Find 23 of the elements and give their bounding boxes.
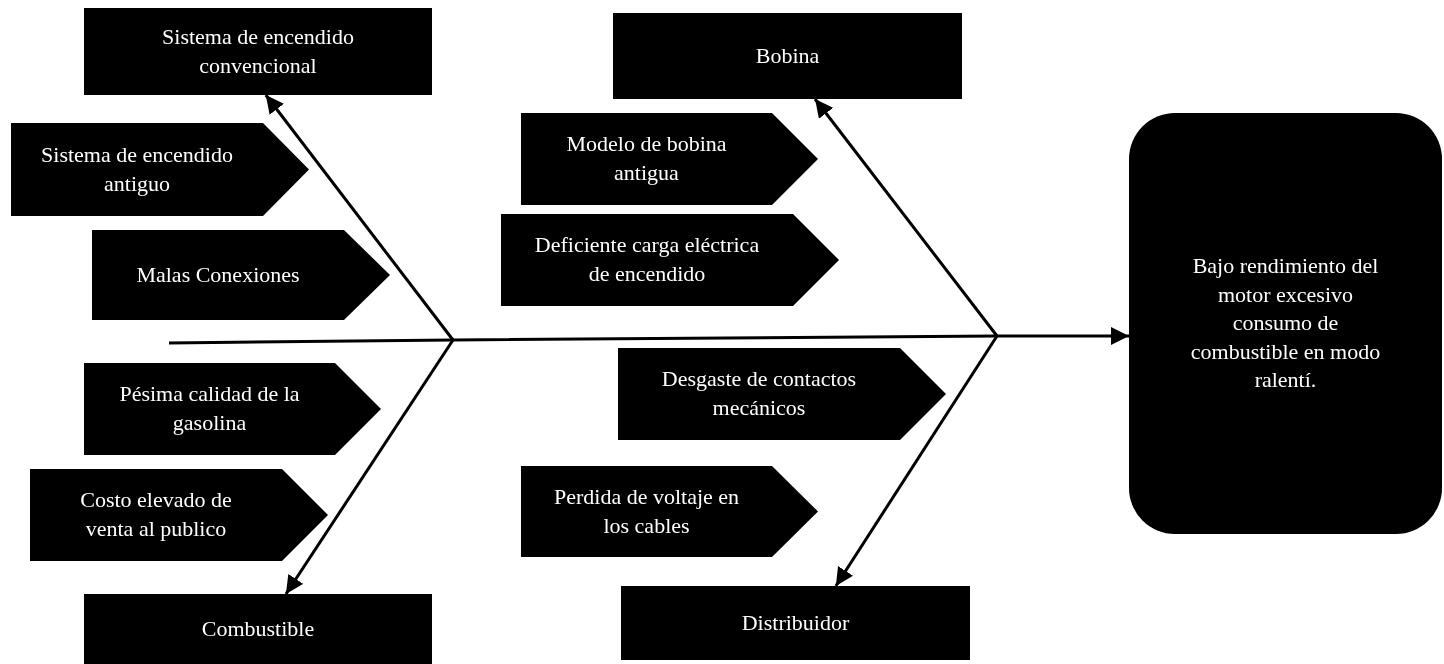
category-label: Combustible [201,614,315,643]
category-label: Sistema de encendido convencional [161,22,355,80]
category-label: Distribuidor [741,608,850,637]
arrow [284,339,455,595]
effect-box [1129,113,1442,534]
category-box [84,8,432,95]
category-box [621,586,970,660]
arrow [834,335,999,587]
cause-label: Malas Conexiones [136,260,300,289]
category-box [84,594,432,664]
spine-arrow [169,327,1129,345]
cause-label: Perdida de voltaje en los cables [552,482,741,540]
cause-label: Desgaste de contactos mecánicos [660,365,858,422]
cause-label: Deficiente carga eléctrica de encendido [533,231,761,288]
cause-label: Pésima calidad de la gasolina [118,380,301,437]
arrow [813,98,999,337]
category-label: Bobina [755,41,820,70]
effect-label: Bajo rendimiento del motor excesivo consumo de combustible en modo ralentí. [1189,252,1382,395]
cause-label: Modelo de bobina antigua [565,130,728,187]
cause-label: Costo elevado de venta al publico [79,486,233,543]
cause-label: Sistema de encendido antiguo [40,140,234,198]
category-box [613,13,962,99]
arrow [264,94,455,341]
